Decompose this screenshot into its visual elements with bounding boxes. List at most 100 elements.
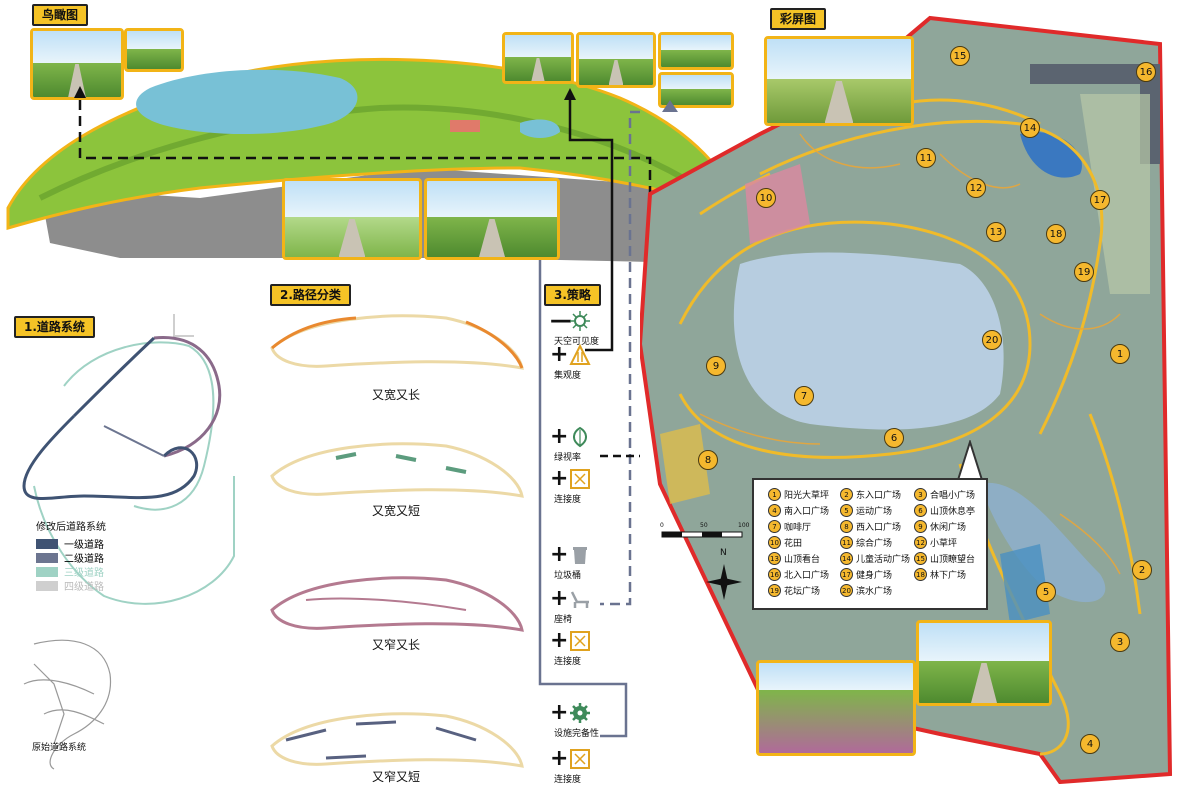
cluster-icon bbox=[568, 343, 592, 367]
aerial-photo-3 bbox=[502, 32, 574, 84]
legend-pointer bbox=[957, 440, 983, 481]
strategy-op: — bbox=[550, 308, 572, 333]
strategy-op: + bbox=[550, 700, 569, 725]
strategy-item-connect-2: + 连接度 bbox=[550, 628, 592, 667]
strategy-item-cluster: + 集观度 bbox=[550, 342, 592, 381]
aerial-photo-8 bbox=[424, 178, 560, 260]
plan-photo-1 bbox=[764, 36, 914, 126]
map-marker-12[interactable]: 12 bbox=[966, 178, 986, 198]
path-class-label-1: 又宽又长 bbox=[371, 388, 420, 402]
strategy-label: 设施完备性 bbox=[554, 729, 600, 739]
strategy-item-green: + 绿视率 bbox=[550, 424, 592, 463]
strategy-op: + bbox=[550, 746, 569, 771]
map-marker-9[interactable]: 9 bbox=[706, 356, 726, 376]
color-plan-header: 彩屏图 bbox=[770, 8, 827, 30]
bench-icon bbox=[568, 587, 592, 611]
trash-icon bbox=[568, 543, 592, 567]
strategy-item-connect-3: + 连接度 bbox=[550, 746, 592, 785]
link-icon bbox=[568, 629, 592, 653]
path-class-label-4: 又窄又短 bbox=[371, 770, 420, 784]
road-key-3: 三级道路 bbox=[36, 564, 104, 579]
map-marker-16[interactable]: 16 bbox=[1136, 62, 1156, 82]
strategy-op: + bbox=[550, 342, 569, 367]
path-class-shape-3 bbox=[270, 576, 524, 632]
map-marker-2[interactable]: 2 bbox=[1132, 560, 1152, 580]
map-marker-18[interactable]: 18 bbox=[1046, 224, 1066, 244]
link-icon bbox=[568, 467, 592, 491]
strategy-item-connect-1: + 连接度 bbox=[550, 466, 592, 505]
road-key-4: 四级道路 bbox=[36, 578, 104, 593]
map-marker-15[interactable]: 15 bbox=[950, 46, 970, 66]
strategy-label: 垃圾桶 bbox=[554, 571, 582, 581]
map-marker-7[interactable]: 7 bbox=[794, 386, 814, 406]
map-marker-11[interactable]: 11 bbox=[916, 148, 936, 168]
aerial-view-header: 鸟瞰图 bbox=[32, 4, 89, 26]
path-class-label-3: 又窄又长 bbox=[371, 638, 420, 652]
map-marker-10[interactable]: 10 bbox=[756, 188, 776, 208]
compass-label: N bbox=[720, 548, 727, 558]
sun-icon bbox=[568, 309, 592, 333]
map-marker-13[interactable]: 13 bbox=[986, 222, 1006, 242]
aerial-view-illustration bbox=[6, 57, 740, 263]
map-marker-6[interactable]: 6 bbox=[884, 428, 904, 448]
strategy-label: 座椅 bbox=[554, 615, 573, 625]
strategy-label: 绿视率 bbox=[554, 453, 582, 463]
map-marker-3[interactable]: 3 bbox=[1110, 632, 1130, 652]
strategy-label: 连接度 bbox=[554, 495, 582, 505]
map-marker-4[interactable]: 4 bbox=[1080, 734, 1100, 754]
scale-bar bbox=[661, 531, 743, 538]
road-key-2: 二级道路 bbox=[36, 550, 104, 565]
map-marker-5[interactable]: 5 bbox=[1036, 582, 1056, 602]
strategy-item-facility: + 设施完备性 bbox=[550, 700, 599, 739]
strategy-op: + bbox=[550, 586, 569, 611]
plan-photo-2 bbox=[916, 620, 1052, 706]
path-class-label-2: 又宽又短 bbox=[371, 504, 420, 518]
connector-lines bbox=[74, 86, 678, 738]
path-class-shape-4 bbox=[270, 712, 524, 768]
scale-tick-100: 100 bbox=[738, 522, 750, 529]
map-marker-14[interactable]: 14 bbox=[1020, 118, 1040, 138]
road-legend-title: 修改后道路系统 bbox=[36, 522, 106, 533]
aerial-photo-4 bbox=[576, 32, 656, 88]
aerial-photo-1 bbox=[30, 28, 124, 100]
path-class-shape-2 bbox=[270, 442, 524, 498]
map-marker-20[interactable]: 20 bbox=[982, 330, 1002, 350]
map-marker-19[interactable]: 19 bbox=[1074, 262, 1094, 282]
strategy-label: 连接度 bbox=[554, 775, 582, 785]
road-system-header: 1.道路系统 bbox=[14, 316, 95, 338]
strategy-header: 3.策略 bbox=[544, 284, 601, 306]
map-marker-17[interactable]: 17 bbox=[1090, 190, 1110, 210]
plan-photo-3 bbox=[756, 660, 916, 756]
strategy-label: 天空可见度 bbox=[554, 337, 600, 347]
aerial-photo-5 bbox=[658, 32, 734, 70]
strategy-label: 连接度 bbox=[554, 657, 582, 667]
scale-tick-50: 50 bbox=[700, 522, 708, 529]
leaf-icon bbox=[568, 425, 592, 449]
compass-icon bbox=[706, 564, 742, 600]
map-marker-8[interactable]: 8 bbox=[698, 450, 718, 470]
original-road-label: 原始道路系统 bbox=[32, 743, 87, 753]
scale-tick-0: 0 bbox=[660, 522, 664, 529]
original-road-diagram bbox=[23, 639, 112, 770]
path-class-header: 2.路径分类 bbox=[270, 284, 351, 306]
strategy-item-bench: + 座椅 bbox=[550, 586, 592, 625]
aerial-photo-7 bbox=[282, 178, 422, 260]
road-system-diagram bbox=[22, 314, 235, 605]
map-marker-1[interactable]: 1 bbox=[1110, 344, 1130, 364]
